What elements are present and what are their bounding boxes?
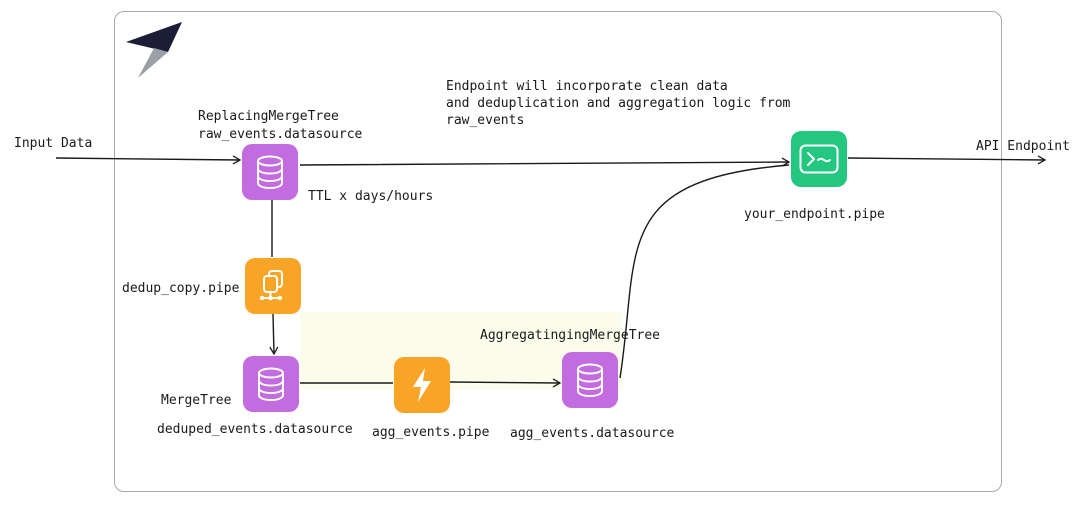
diagram-frame <box>114 11 1002 492</box>
input-data-label: Input Data <box>14 136 93 151</box>
copy-pipe-icon <box>259 270 283 301</box>
terminal-icon <box>799 144 839 174</box>
endpoint-to-output-arrow <box>847 155 1047 165</box>
agg-events-datasource-node[interactable] <box>562 352 618 408</box>
input-to-raw-arrow <box>55 155 242 165</box>
database-icon <box>577 363 603 397</box>
raw-datasource-label: raw_events.datasource <box>198 127 363 142</box>
endpoint-note-line-3: raw_events <box>446 113 525 128</box>
deduped-datasource-label: deduped_events.datasource <box>157 422 353 437</box>
raw-events-datasource-node[interactable] <box>242 144 298 200</box>
dedup-pipe-label: dedup_copy.pipe <box>122 281 240 296</box>
dedup-to-deduped-arrow <box>269 313 279 356</box>
endpoint-pipe-label: your_endpoint.pipe <box>744 207 885 222</box>
database-icon <box>258 367 284 401</box>
raw-engine-label: ReplacingMergeTree <box>198 109 339 124</box>
raw-ttl-label: TTL x days/hours <box>308 189 434 204</box>
raw-to-endpoint-arrow <box>299 157 791 167</box>
agg-datasource-label: agg_events.datasource <box>510 426 675 441</box>
lightning-icon <box>413 368 431 402</box>
deduped-events-datasource-node[interactable] <box>243 356 299 412</box>
dedup-copy-pipe-node[interactable] <box>245 258 301 314</box>
aggds-to-endpoint-curve <box>619 164 790 379</box>
aggpipe-to-aggds-arrow <box>449 378 562 388</box>
your-endpoint-pipe-node[interactable] <box>791 131 847 187</box>
deduped-engine-label: MergeTree <box>161 393 232 408</box>
api-endpoint-label: API Endpoint <box>976 139 1070 154</box>
endpoint-note-line-2: and deduplication and aggregation logic … <box>446 96 791 111</box>
agg-engine-label: AggregatingingMergeTree <box>480 328 661 343</box>
tinybird-logo-icon <box>126 22 182 78</box>
endpoint-note-line-1: Endpoint will incorporate clean data <box>446 79 728 94</box>
agg-pipe-label: agg_events.pipe <box>372 425 490 440</box>
database-icon <box>257 155 283 189</box>
agg-events-pipe-node[interactable] <box>394 357 450 413</box>
